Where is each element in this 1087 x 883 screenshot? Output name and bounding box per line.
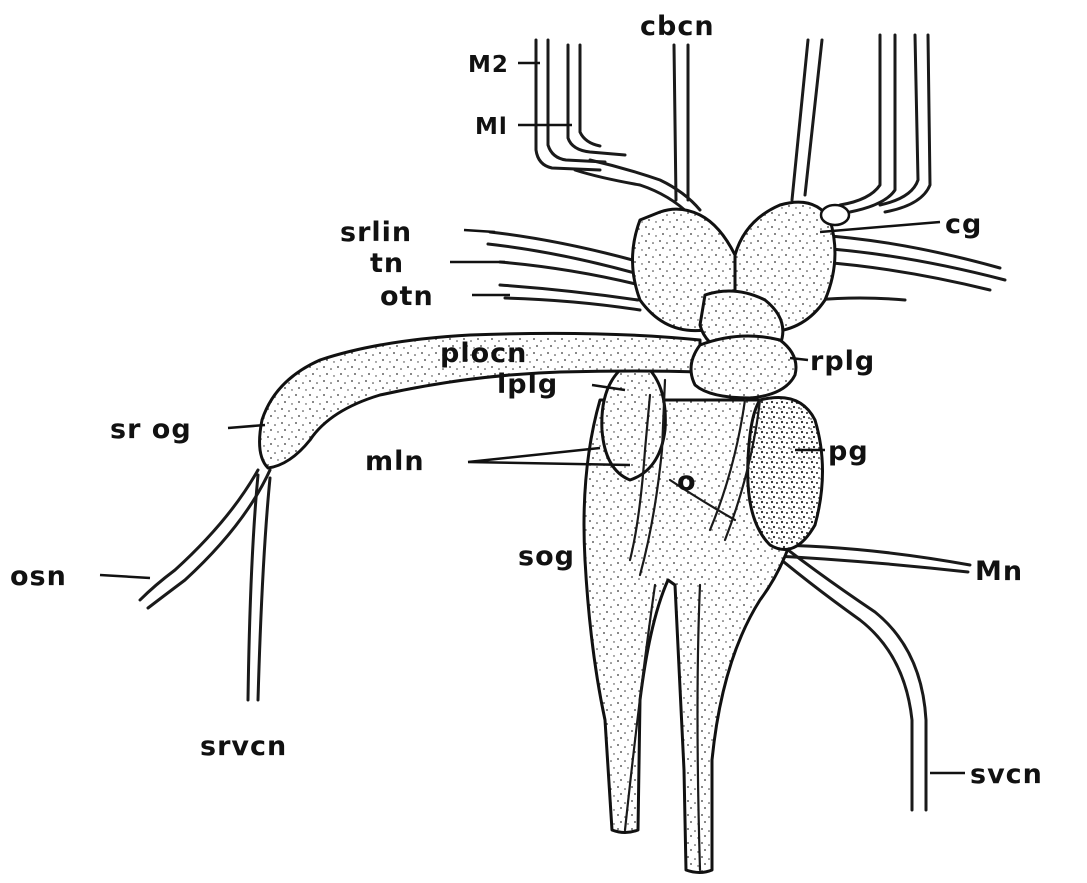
m1-nerve-inner: [580, 45, 600, 146]
label-cbcn: cbcn: [640, 11, 715, 42]
tn-nerve: [500, 262, 640, 285]
m1-nerve-outer: [568, 45, 625, 155]
cbcn-nerve-left: [674, 45, 676, 200]
labels: cbcn M2 Ml cg srlin tn otn plocn rplg lp…: [10, 11, 1043, 790]
label-lplg: lplg: [497, 369, 558, 400]
m-root-upper: [590, 160, 700, 210]
label-osn: osn: [10, 561, 67, 592]
osn-leader: [100, 575, 150, 578]
right-pleural-ganglion: [691, 336, 796, 398]
pedal-ganglion: [748, 398, 823, 550]
label-m1: Ml: [475, 114, 508, 140]
srvcn-nerve-right: [258, 478, 270, 700]
right-upper-nerve-4: [850, 35, 895, 212]
label-svcn: svcn: [970, 759, 1043, 790]
label-srog: sr og: [110, 414, 192, 445]
label-sog: sog: [518, 541, 575, 572]
right-upper-nerve-3: [840, 35, 880, 205]
label-m2: M2: [468, 52, 509, 78]
cerebral-ganglion-lobe: [821, 205, 849, 225]
right-upper-nerve-5: [880, 35, 918, 205]
right-lateral-nerve-4: [815, 298, 905, 300]
label-rplg: rplg: [810, 346, 875, 377]
label-pg: pg: [828, 436, 869, 467]
label-srlin: srlin: [340, 217, 412, 248]
label-otn: otn: [380, 281, 434, 312]
label-plocn: plocn: [440, 338, 527, 369]
label-mn: Mn: [975, 556, 1023, 587]
ganglia: [260, 202, 849, 872]
right-upper-nerve-6: [885, 35, 930, 212]
otn-nerve-2: [505, 298, 640, 310]
label-tn: tn: [370, 248, 404, 279]
label-mln: mln: [365, 446, 425, 477]
leader-lines: [100, 63, 965, 773]
label-srvcn: srvcn: [200, 731, 287, 762]
srlin-leader: [464, 230, 495, 232]
upper-nerves: [536, 35, 930, 215]
osn-nerve-outer: [140, 470, 258, 600]
label-o: o: [677, 466, 697, 497]
mn-nerve-lower: [758, 555, 968, 572]
label-cg: cg: [945, 209, 982, 240]
right-lateral-nerve-3: [820, 262, 990, 290]
right-upper-nerve-2: [805, 40, 822, 195]
